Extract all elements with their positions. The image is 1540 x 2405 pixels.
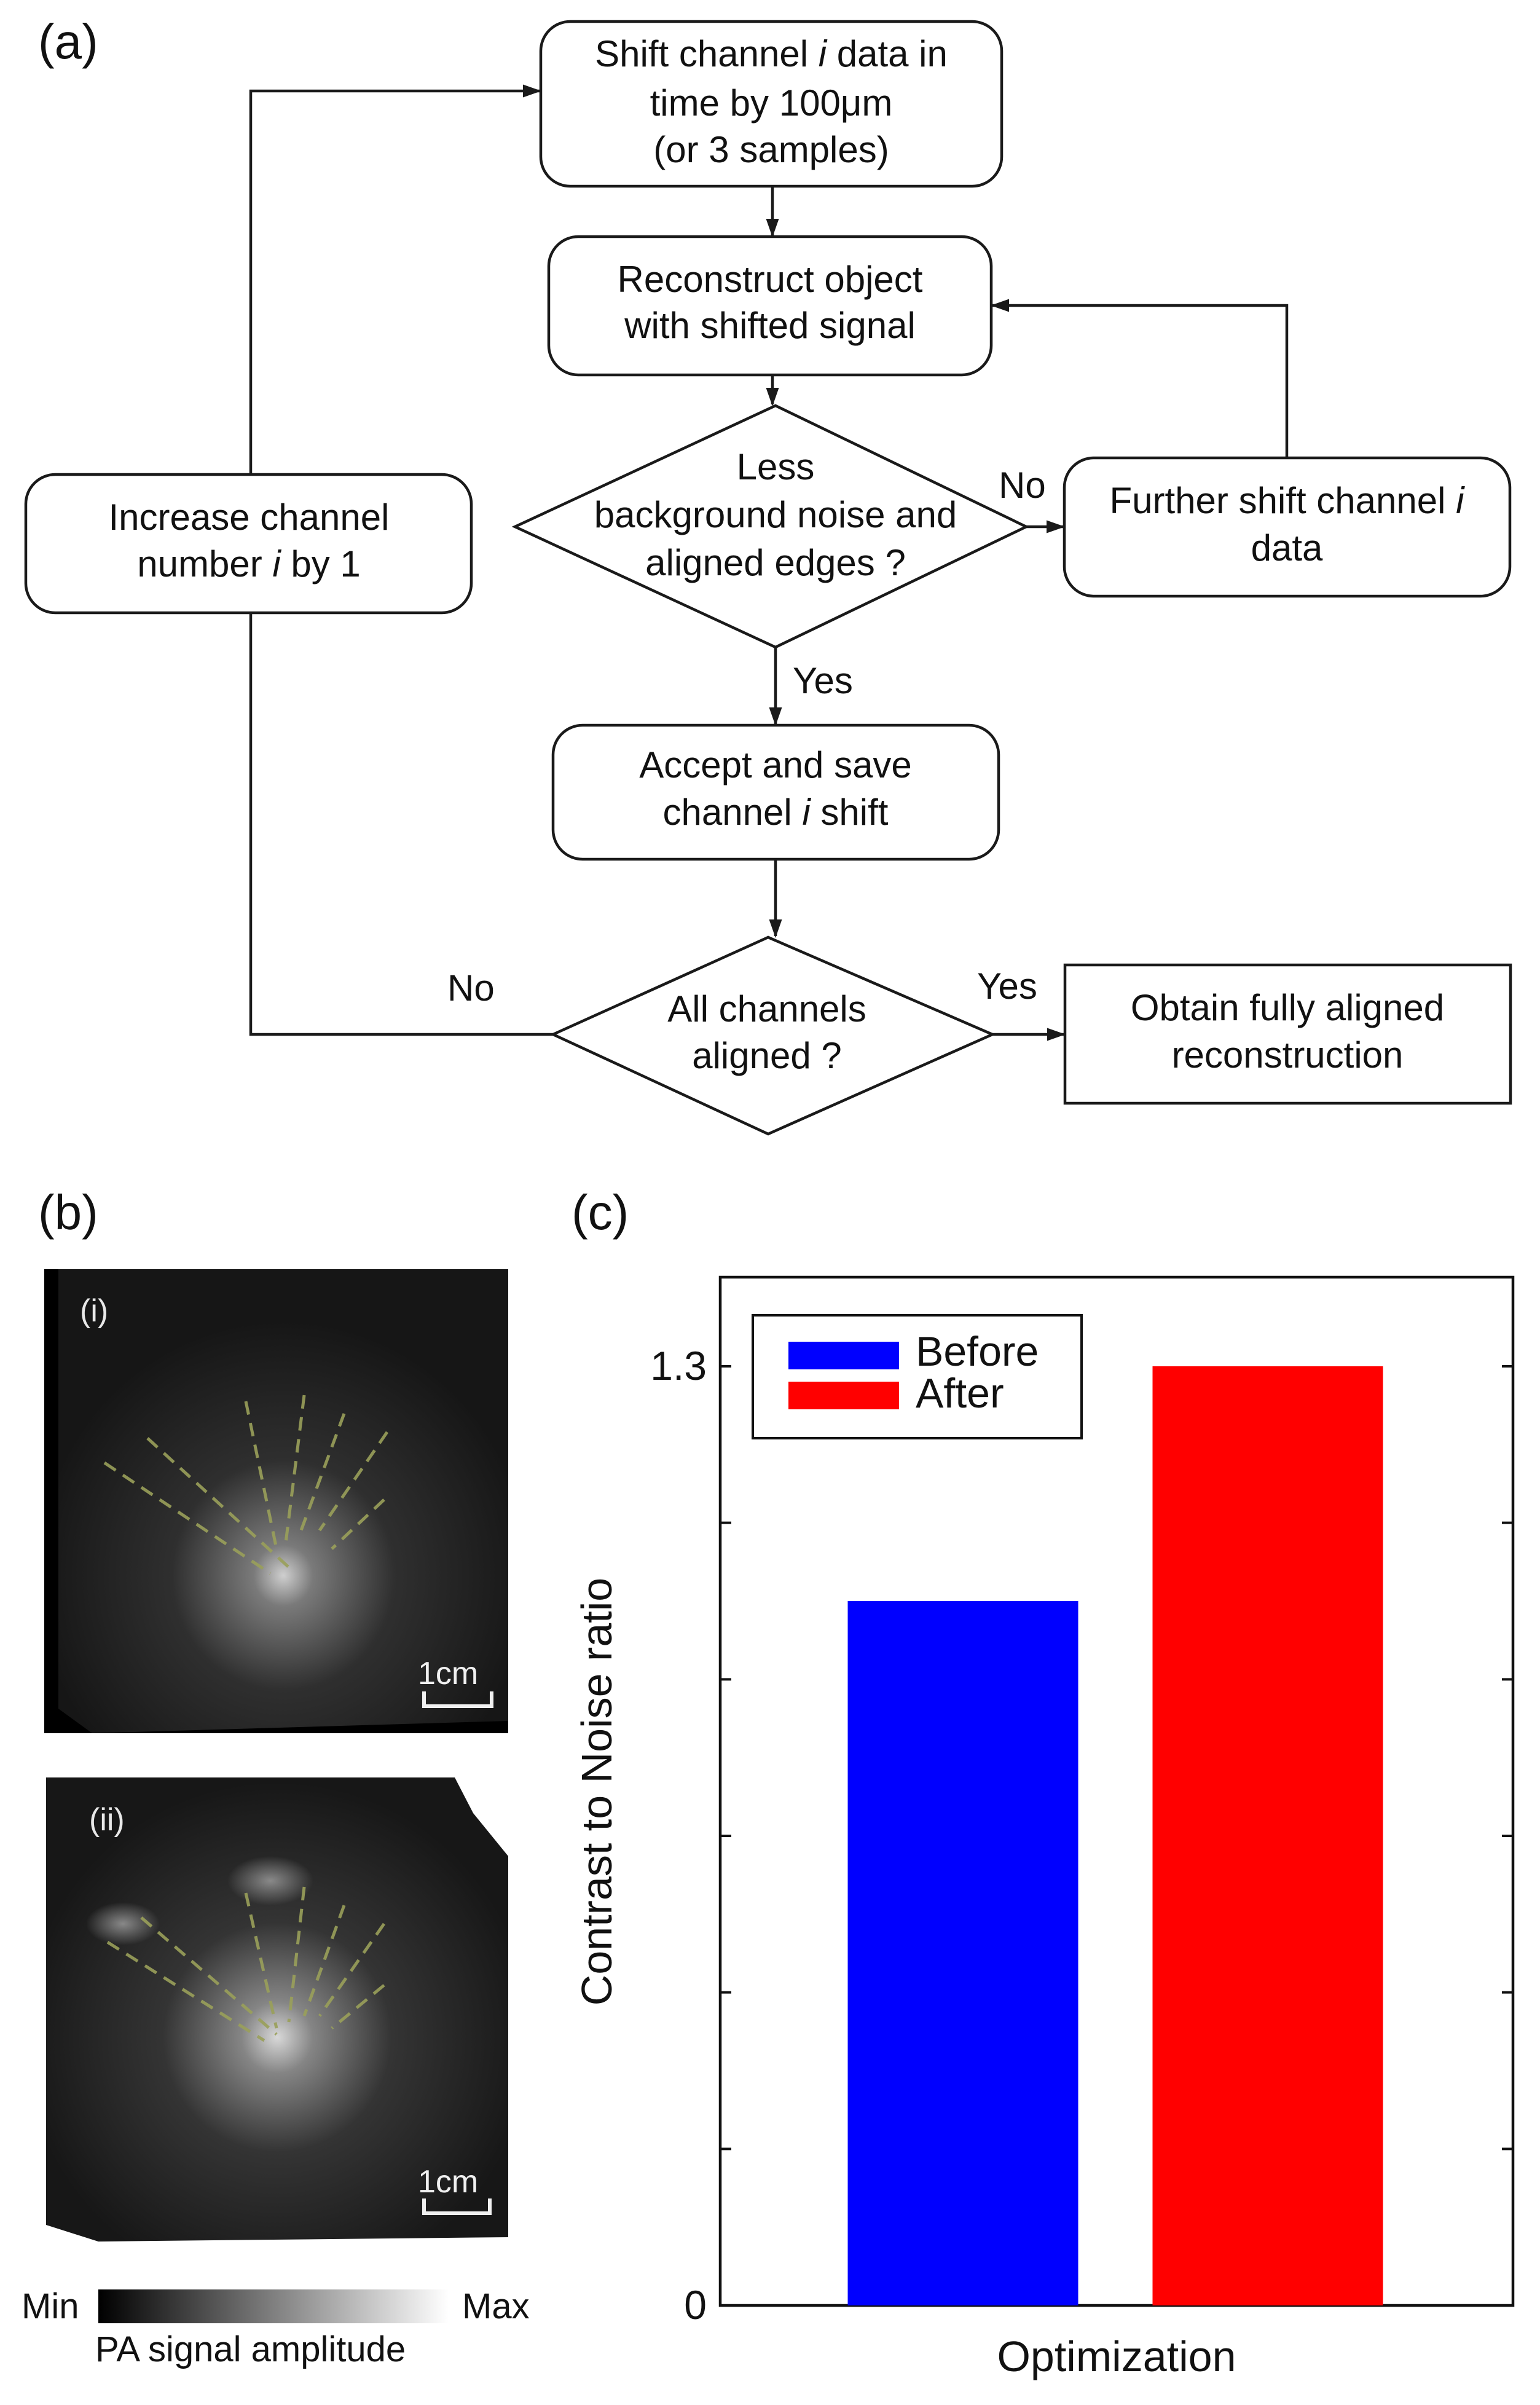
decision-all-aligned: All channels aligned ? xyxy=(549,935,996,1136)
legend-label-before: Before xyxy=(916,1328,1039,1375)
colorbar-min: Min xyxy=(22,2286,79,2326)
bars xyxy=(847,1366,1383,2305)
decision-noise-line-1: Less xyxy=(737,446,815,487)
decision-all-line-1: All channels xyxy=(667,988,866,1029)
further-shift-line-2: data xyxy=(1251,527,1323,569)
image-after: (ii) 1cm xyxy=(44,1777,508,2242)
legend: Before After xyxy=(752,1314,1083,1439)
svg-text:time by 100μm: time by 100μm xyxy=(650,82,893,124)
scale-bar-before: 1cm xyxy=(418,1656,493,1708)
x-axis-label: Optimization xyxy=(997,2332,1236,2380)
node-accept-save: Accept and save channel i shift xyxy=(551,723,1000,861)
colorbar: Min Max PA signal amplitude xyxy=(22,2286,530,2369)
image-before: (i) 1cm xyxy=(44,1269,508,1733)
colorbar-max: Max xyxy=(462,2286,530,2326)
shift-data-line-2: time by 100μm xyxy=(650,82,893,124)
y-tick-label-0: 0 xyxy=(684,2282,707,2328)
edge-increase-to-shift xyxy=(249,84,541,474)
image-label-i: (i) xyxy=(80,1293,108,1329)
flowchart-edges xyxy=(249,84,1289,1041)
legend-swatch-before xyxy=(788,1342,899,1369)
node-further-shift: Further shift channel i data xyxy=(1063,456,1512,598)
svg-text:Shift channel i data in: Shift channel i data in xyxy=(595,33,948,74)
reconstruct-line-1: Reconstruct object xyxy=(618,259,923,300)
edge-label-yes-all: Yes xyxy=(977,966,1037,1007)
edge-label-no-all: No xyxy=(447,967,495,1009)
decision-noise-line-2: background noise and xyxy=(594,494,957,535)
node-obtain: Obtain fully aligned reconstruction xyxy=(1063,963,1512,1105)
shift-data-line-1: Shift channel i data in xyxy=(595,33,948,74)
streak-lines-after xyxy=(106,1886,386,2042)
node-shift-data: Shift channel i data in time by 100μm (o… xyxy=(539,20,1004,188)
scale-bar-label-before: 1cm xyxy=(418,1656,478,1691)
y-tick-label-1: 1.3 xyxy=(650,1343,707,1388)
svg-text:(or 3 samples): (or 3 samples) xyxy=(653,129,889,170)
y-tick-labels: 0 1.3 xyxy=(650,1343,707,2328)
accept-save-line-2: channel i shift xyxy=(663,792,889,833)
reconstruct-line-2: with shifted signal xyxy=(624,305,916,346)
accept-save-line-1: Accept and save xyxy=(639,744,912,785)
edge-label-no-noise: No xyxy=(999,465,1046,506)
decision-noise-line-3: aligned edges ? xyxy=(645,542,906,583)
colorbar-title: PA signal amplitude xyxy=(95,2329,406,2369)
y-ticks xyxy=(720,1365,1513,2307)
edge-further-to-reconstruct xyxy=(991,299,1289,458)
legend-label-after: After xyxy=(916,1370,1004,1417)
obtain-line-2: reconstruction xyxy=(1172,1034,1404,1076)
obtain-line-1: Obtain fully aligned xyxy=(1131,987,1444,1028)
decision-noise: Less background noise and aligned edges … xyxy=(511,404,1030,649)
panel-label-c: (c) xyxy=(572,1185,629,1240)
edge-label-yes-noise: Yes xyxy=(793,660,853,701)
legend-box xyxy=(752,1314,1083,1439)
edge-all-to-increase xyxy=(249,613,553,1036)
decision-all-line-2: aligned ? xyxy=(692,1035,842,1076)
colorbar-gradient xyxy=(98,2289,449,2323)
bar-before xyxy=(847,1601,1078,2305)
y-axis-label: Contrast to Noise ratio xyxy=(573,1578,621,2005)
streak-lines-before xyxy=(103,1395,389,1575)
shift-data-line-3: (or 3 samples) xyxy=(653,129,889,170)
image-label-ii: (ii) xyxy=(89,1802,125,1838)
scale-bar-after: 1cm xyxy=(418,2164,492,2215)
node-reconstruct: Reconstruct object with shifted signal xyxy=(547,235,993,377)
legend-swatch-after xyxy=(788,1382,899,1409)
further-shift-line-1: Further shift channel i xyxy=(1110,480,1466,521)
scale-bar-label-after: 1cm xyxy=(418,2164,478,2200)
plot-frame xyxy=(718,1275,1515,2307)
increase-channel-line-1: Increase channel xyxy=(109,497,390,538)
increase-channel-line-2: number i by 1 xyxy=(137,543,361,585)
bar-after xyxy=(1152,1366,1383,2305)
node-increase-channel: Increase channel number i by 1 xyxy=(24,473,473,615)
panel-label-b: (b) xyxy=(38,1185,98,1240)
bar-chart: 0 1.3 Contrast to Noise ratio Optimizati… xyxy=(573,1275,1515,2380)
panel-label-a: (a) xyxy=(38,14,98,69)
